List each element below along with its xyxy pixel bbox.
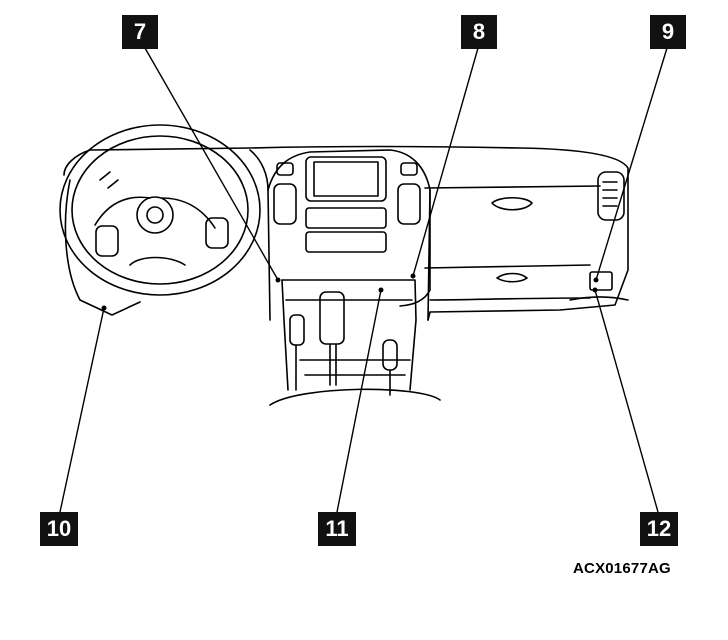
center-stack [267,149,431,321]
leader-line-7 [144,47,279,281]
leader-line-12 [594,289,659,513]
steering-wheel [59,124,261,296]
callout-9: 9 [650,15,686,49]
figure-code: ACX01677AG [573,560,671,577]
callout-12: 12 [640,512,678,546]
leader-line-10 [59,307,105,513]
passenger-dash [491,171,629,301]
callout-11: 11 [318,512,356,546]
leader-line-8 [412,47,479,277]
callout-7: 7 [122,15,158,49]
callout-8: 8 [461,15,497,49]
callout-10: 10 [40,512,78,546]
dashboard-outline [63,145,629,321]
floor-console [269,279,441,406]
leader-line-9 [595,47,668,281]
leader-line-11 [336,289,382,513]
